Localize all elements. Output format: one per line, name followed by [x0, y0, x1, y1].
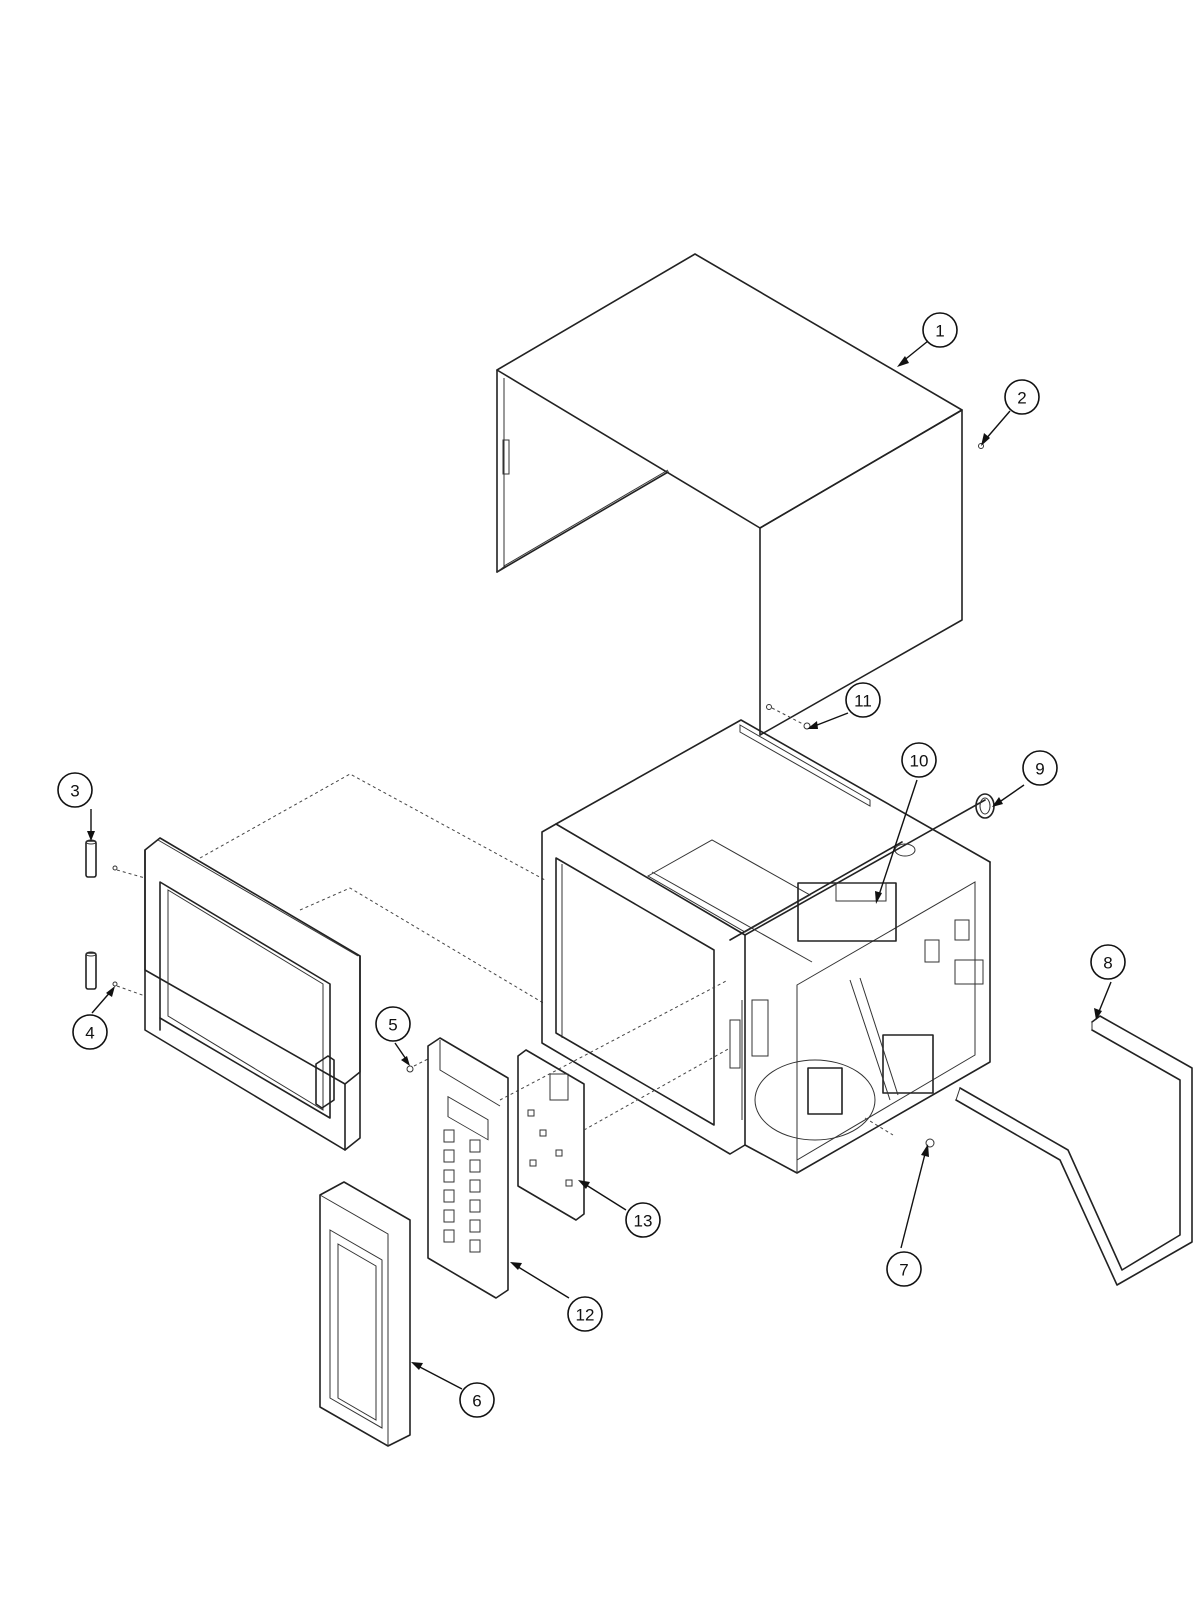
part-13-circuit-board [517, 1047, 731, 1221]
part-7-screw [925, 1138, 935, 1148]
callout-6: 6 [459, 1382, 495, 1418]
callout-label: 8 [1103, 954, 1112, 973]
callout-2: 2 [1004, 379, 1040, 415]
callout-label: 7 [899, 1261, 908, 1280]
callout-3: 3 [57, 772, 93, 808]
callout-label: 2 [1017, 389, 1026, 408]
main-chassis [541, 719, 991, 1174]
callout-label: 6 [472, 1392, 481, 1411]
part-12-control-panel [427, 979, 729, 1299]
callout-label: 13 [634, 1212, 653, 1231]
callout-label: 12 [576, 1306, 595, 1325]
callout-label: 5 [388, 1016, 397, 1035]
callout-4: 4 [72, 1014, 108, 1050]
keypad-buttons [443, 1129, 481, 1253]
callout-10: 10 [901, 742, 937, 778]
part-11-screw [766, 704, 811, 730]
callout-label: 9 [1035, 760, 1044, 779]
part-5-screw [406, 1057, 431, 1073]
callout-label: 3 [70, 782, 79, 801]
part-9-cap [975, 793, 995, 819]
callout-8: 8 [1090, 944, 1126, 980]
callout-label: 10 [910, 752, 929, 771]
alignment-lines-door [199, 773, 546, 1005]
callout-12: 12 [567, 1296, 603, 1332]
part-6-trim-frame [319, 1181, 411, 1447]
part-2-screw [978, 443, 984, 449]
part-4-pin [85, 951, 146, 997]
callout-11: 11 [845, 682, 881, 718]
callout-label: 4 [85, 1024, 94, 1043]
callout-7: 7 [886, 1251, 922, 1287]
part-3-pin [85, 839, 146, 879]
door-assembly [144, 837, 361, 1151]
callout-9: 9 [1022, 750, 1058, 786]
outer-cabinet [496, 253, 963, 736]
callout-5: 5 [375, 1006, 411, 1042]
callout-1: 1 [922, 312, 958, 348]
leader-lines [87, 340, 1112, 1390]
callout-label: 11 [854, 692, 872, 711]
part-8-trim [955, 1015, 1193, 1286]
callout-label: 1 [935, 322, 944, 341]
callout-13: 13 [625, 1202, 661, 1238]
